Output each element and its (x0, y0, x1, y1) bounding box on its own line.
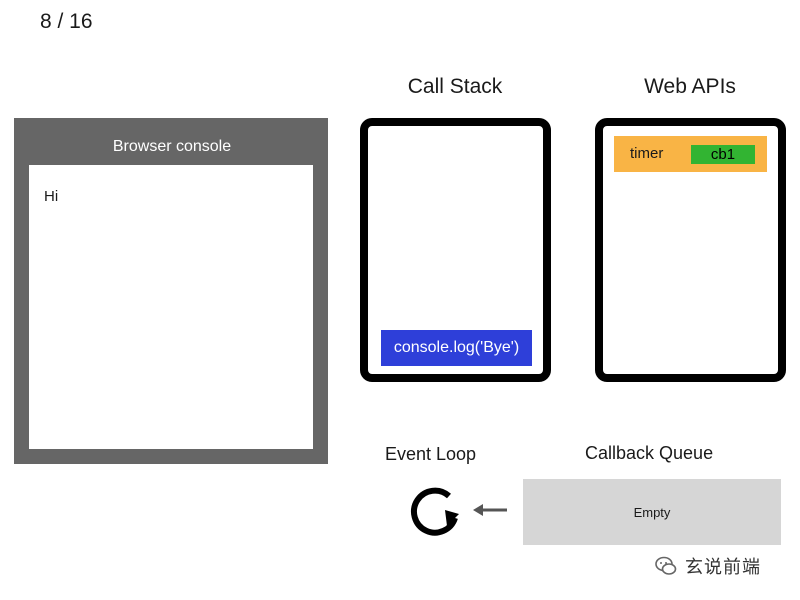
watermark: 玄说前端 (655, 553, 761, 579)
console-title: Browser console (112, 138, 232, 155)
arrow-left-icon (473, 504, 507, 516)
timer-label: timer (630, 145, 664, 162)
web-apis-title: Web APIs (644, 75, 736, 98)
watermark-text: 玄说前端 (685, 557, 761, 577)
console-line: Hi (44, 188, 59, 205)
wechat-icon (655, 556, 677, 575)
stack-frame: console.log('Bye') (381, 330, 532, 366)
console-output (29, 165, 313, 449)
callback-queue-title: Callback Queue (585, 443, 714, 463)
refresh-icon (410, 487, 459, 536)
callback-queue: Empty (523, 479, 781, 545)
slide-counter: 8 / 16 (40, 10, 93, 33)
timer-callback: cb1 (691, 145, 755, 164)
event-loop-title: Event Loop (385, 444, 477, 464)
call-stack-title: Call Stack (407, 75, 503, 98)
